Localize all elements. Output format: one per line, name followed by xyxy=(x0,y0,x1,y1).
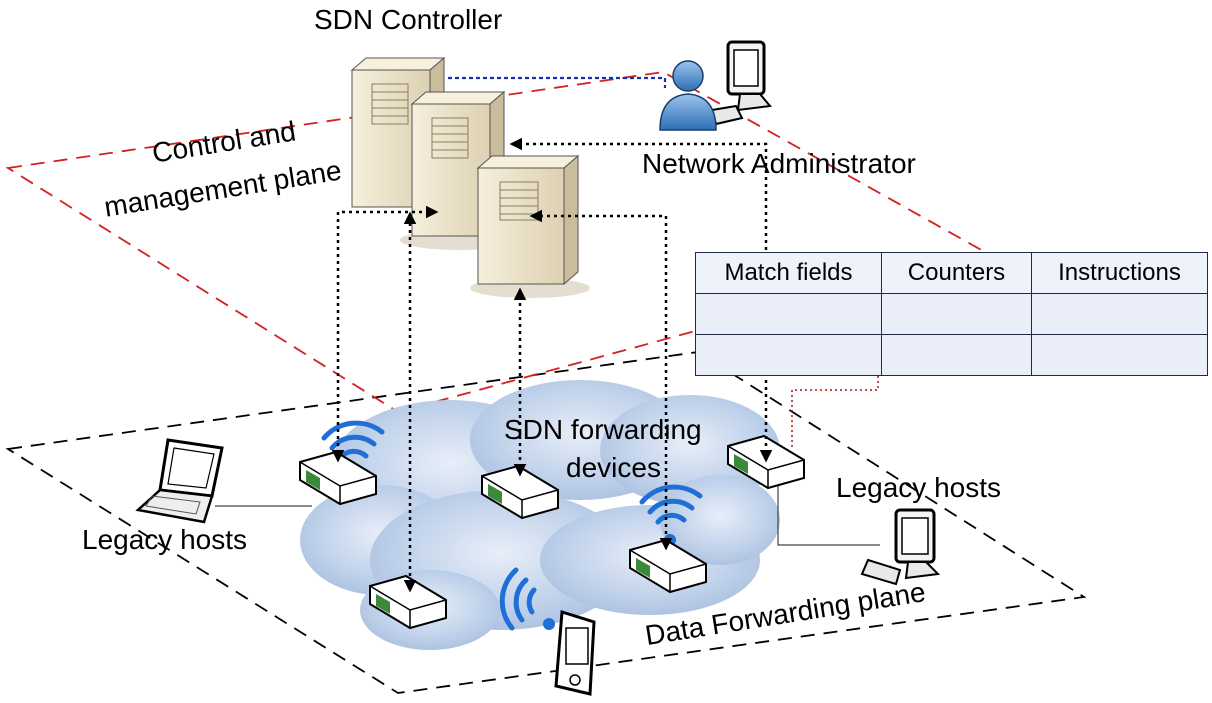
flow-table-header-instructions: Instructions xyxy=(1031,252,1208,294)
data-plane-outline xyxy=(5,351,1087,694)
wireless-icon-mobile xyxy=(499,567,555,631)
admin-label: Network Administrator xyxy=(642,148,916,179)
sdn-switch-left xyxy=(299,450,377,506)
flow-table-row xyxy=(695,334,1208,376)
channel-switch-left xyxy=(331,205,439,463)
legacy-hosts-right-label: Legacy hosts xyxy=(836,472,1001,503)
flow-table-row xyxy=(695,293,1208,335)
network-administrator-icon xyxy=(659,40,772,131)
sdn-switch-bottom-left xyxy=(369,574,447,630)
controller-label: SDN Controller xyxy=(314,4,503,35)
flow-table-cell xyxy=(1031,293,1208,335)
flow-table-cell xyxy=(1031,334,1208,376)
flow-table-header-counters: Counters xyxy=(881,252,1032,294)
flow-table-cell xyxy=(881,334,1032,376)
desktop-computer-icon xyxy=(860,508,941,586)
laptop-icon xyxy=(135,438,224,524)
flow-table-link xyxy=(791,376,879,450)
flow-table-header-match-fields: Match fields xyxy=(695,252,882,294)
admin-controller-link xyxy=(448,76,667,88)
legacy-right-link xyxy=(777,480,880,546)
legacy-hosts-left-label: Legacy hosts xyxy=(82,524,247,555)
flow-table-header-row: Match fields Counters Instructions xyxy=(695,252,1208,294)
mobile-device-icon xyxy=(554,610,596,696)
flow-table-cell xyxy=(881,293,1032,335)
flow-table-cell xyxy=(695,293,882,335)
flow-table: Match fields Counters Instructions xyxy=(695,252,1208,376)
controller-server-3 xyxy=(470,154,590,298)
forwarding-devices-label-line2: devices xyxy=(566,452,661,483)
flow-table-cell xyxy=(695,334,882,376)
forwarding-devices-label-line1: SDN forwarding xyxy=(504,414,702,445)
